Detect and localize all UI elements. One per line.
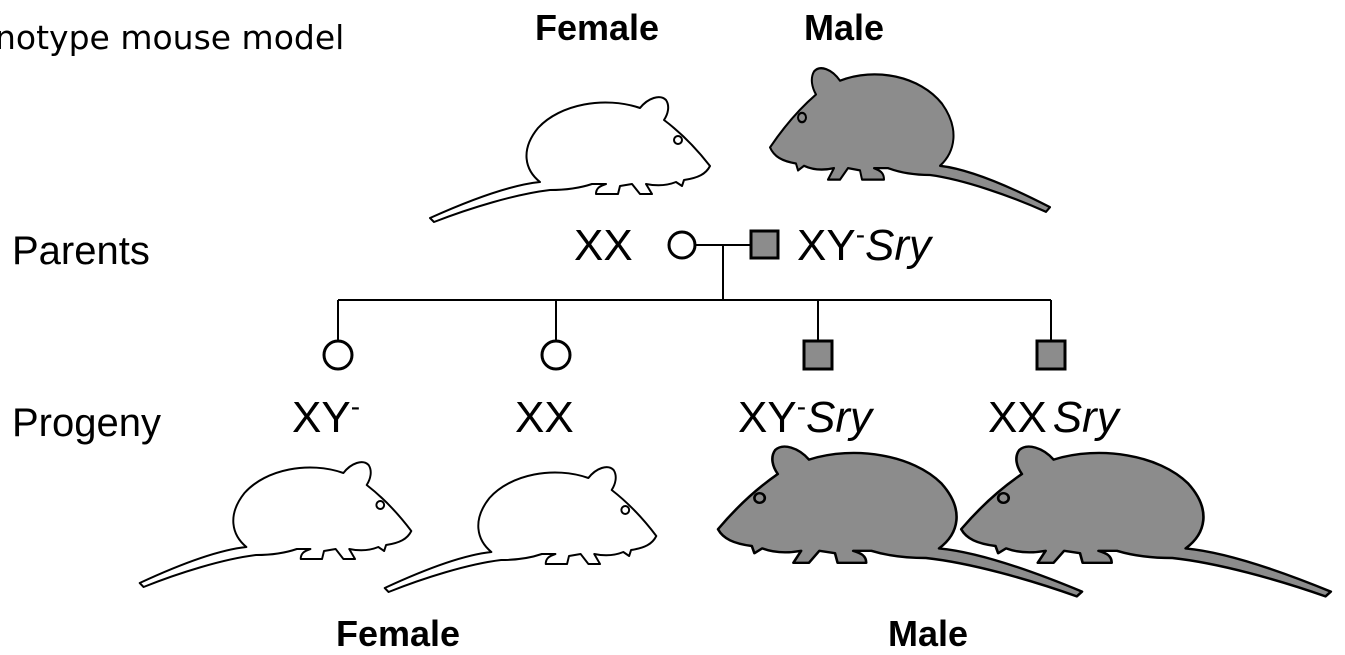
parent-female-genotype: XX [574,221,633,270]
top-male-label: Male [804,7,884,48]
progeny-4-mouse [961,447,1331,597]
progeny-1-mouse [138,461,413,588]
progeny-1-genotype: XY- [292,391,360,442]
progeny-1-symbol [322,339,354,371]
bottom-male-label: Male [888,613,968,654]
figure-title: notype mouse model [0,18,344,57]
progeny-row-label: Progeny [12,401,161,445]
progeny-2-genotype: XX [515,393,574,442]
parent-female-symbol [667,230,697,260]
progeny-4-symbol [1035,339,1067,371]
parent-male-symbol [749,229,780,260]
progeny-3-symbol [802,339,834,371]
bottom-female-label: Female [336,613,460,654]
progeny-3-genotype: XY-Sry [738,391,875,442]
progeny-2-mouse [383,466,658,593]
progeny-3-mouse [718,447,1082,597]
progeny-2-symbol [540,339,572,371]
top-female-label: Female [535,7,659,48]
parent-male-mouse [770,68,1050,212]
parent-male-genotype: XY-Sry [797,219,934,270]
parents-row-label: Parents [12,229,150,273]
parent-female-mouse [429,96,711,223]
